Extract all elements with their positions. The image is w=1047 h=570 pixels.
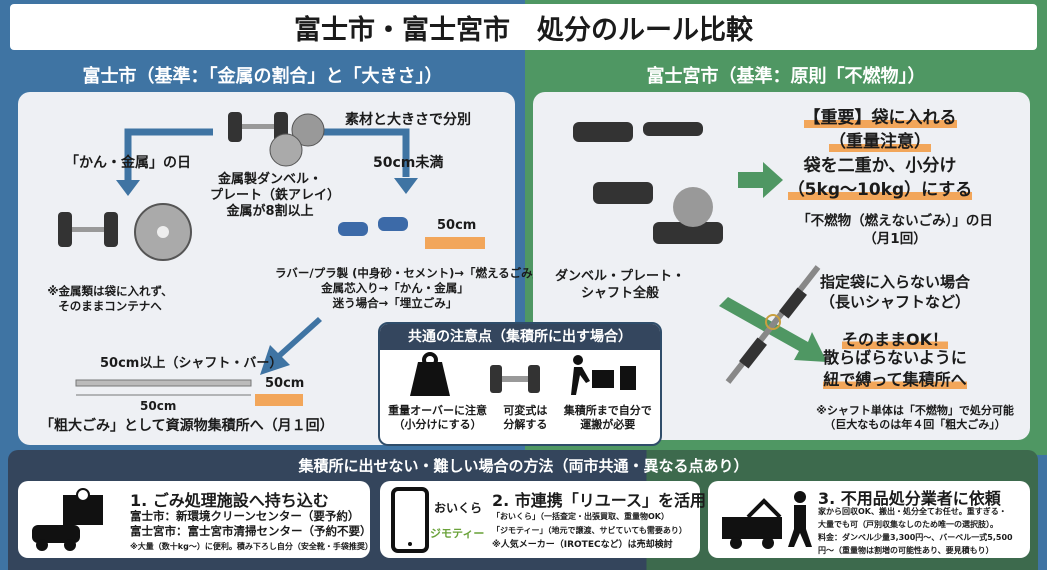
common-item-carry: 集積所まで自分で運搬が必要 [563,404,652,431]
sort-label: 素材と大きさで分別 [345,112,471,128]
card-line: 大量でも可（戸別収集なしのため唯一の選択肢）。 [818,520,998,529]
shaft-note: ※シャフト単体は「不燃物」で処分可能（巨大なものは年４回「粗大ごみ」） [816,404,1014,431]
card-line: 家から回収OK、搬出・処分全てお任せ。重すぎる・ [818,507,1007,516]
fujinomiya-item-label: ダンベル・プレート・シャフト全般 [554,269,685,301]
metal-items-icon [58,203,192,261]
card-title: 1. ごみ処理施設へ持ち込む [130,491,329,510]
important-note: 【重要】袋に入れる（重量注意）袋を二重か、小分け（5kg〜10kg）にする [787,108,973,200]
dumbbells-icon [573,122,723,244]
small-dumbbell-rules: ラバー/プラ製 (中身砂・セメント)→「燃えるごみ」金属芯入り→「かん・金属」迷… [275,266,545,310]
tie-instruction: 散らばらないように紐で縛って集積所へ [823,348,967,389]
card-line: ※人気メーカー（IROTECなど）は売却検討 [492,540,673,550]
card-contractor: 3. 不用品処分業者に依頼 家から回収OK、搬出・処分全てお任せ。重すぎる・ 大… [708,481,1030,558]
metal-day-label: 「かん・金属」の日 [65,155,191,171]
common-icons [410,352,636,396]
card-title: 3. 不用品処分業者に依頼 [818,489,1001,508]
dumbbell-icon [228,112,325,167]
common-item-disassemble: 可変式は分解する [503,404,548,431]
card-line: ※大量（数十kg〜）に便利。積み下ろし自分（安全靴・手袋推奨） [130,542,373,551]
facility-car-icon [32,488,103,551]
brand-oikura: おいくら [434,501,483,515]
ruler-icon [425,237,485,249]
card-title: 2. 市連携「リユース」を活用 [492,491,706,510]
card-line: 「ジモティー」（地元で譲渡、サビていても需要あり） [492,526,687,535]
tied-barbell-icon [725,265,821,384]
card-line: 富士市：新環境クリーンセンター（要予約） [130,509,360,523]
rubber-dumbbell-icon [338,217,408,236]
fujinomiya-illustrations [573,122,827,384]
fuji-flow-arrows [58,112,485,406]
brand-jmty: ジモティー [430,527,485,540]
page-title: 富士市・富士宮市 処分のルール比較 [10,4,1037,50]
card-line: 料金：ダンベル少量3,300円〜、バーベル一式5,500 [818,533,1013,542]
bulky-label: 「粗大ごみ」として資源物集積所へ（月１回） [40,418,334,434]
collection-day: 「不燃物（燃えないごみ）」の日（月1回） [797,213,993,247]
common-notes-header: 共通の注意点（集積所に出す場合） [380,324,660,350]
fuji-header: 富士市（基準：「金属の割合」と「大きさ」） [82,66,443,87]
card-line: 「おいくら」（一括査定・出張買取、重量物OK） [492,512,669,521]
arrow-right-icon [738,162,783,198]
card-line: 富士宮市：富士宮市清掃センター（予約不要） [130,524,372,538]
common-item-weight: 重量オーバーに注意（小分けにする） [388,404,488,431]
carry-cart-icon [571,355,636,395]
fujinomiya-header: 富士宮市（基準：原則「不燃物」） [646,66,926,87]
ruler2-label: 50cm [265,376,305,391]
card-facility: 1. ごみ処理施設へ持ち込む 富士市：新環境クリーンセンター（要予約） 富士宮市… [18,481,373,558]
bar-length-label: 50cm [140,399,177,413]
bottom-header: 集積所に出せない・難しい場合の方法（両市共通・異なる点あり） [298,457,749,475]
under-50-label: 50cm未満 [373,155,444,171]
common-notes: 共通の注意点（集積所に出す場合） 重量オーバーに注意（小分けにする） 可変式は分… [378,322,662,446]
over-50-label: 50cm以上（シャフト・バー） [100,356,283,371]
ok-label: そのままOK！ [841,330,948,349]
ruler-icon-2 [255,394,303,406]
card-line: 円〜（重量物は割増の可能性あり、要見積もり） [818,546,994,555]
smartphone-icon [391,487,429,553]
truck-worker-icon [722,491,812,549]
adjustable-dumbbell-icon [490,365,540,393]
ruler-label: 50cm [437,218,477,233]
no-bag-case: 指定袋に入らない場合（長いシャフトなど） [819,273,970,311]
card-reuse: おいくら ジモティー 2. 市連携「リユース」を活用 「おいくら」（一括査定・出… [380,481,706,558]
weight-icon [410,362,450,396]
metal-item-label: 金属製ダンベル・プレート（鉄アレイ）金属が8割以上 [210,172,341,219]
bar-icon [75,379,252,396]
metal-note: ※金属類は袋に入れず、そのままコンテナへ [47,284,173,313]
